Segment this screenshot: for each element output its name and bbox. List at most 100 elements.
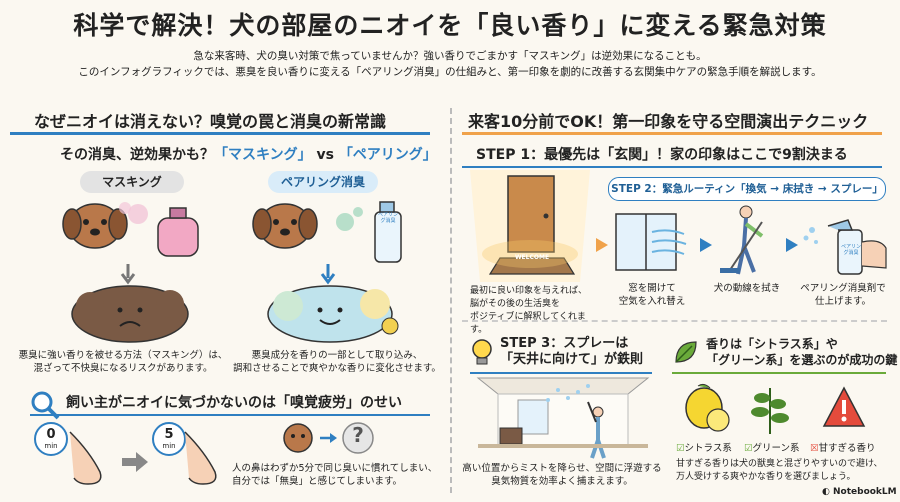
- dog-face-icon: [62, 203, 128, 249]
- step2-item-3-line-1: ペアリング消臭剤で: [800, 283, 886, 294]
- pairing-illustration: [252, 201, 402, 343]
- right-mid-divider: [462, 320, 887, 322]
- scent-desc-1: 甘すぎる香りは犬の獣臭と混ざりやすいので避け、: [676, 459, 883, 469]
- pairing-desc: 悪臭成分を香りの一部として取り込み、 調和させることで爽やかな香りに変化させます…: [232, 349, 442, 375]
- down-arrow-icon: [120, 264, 136, 285]
- step3-desc: 高い位置からミストを降らせ、空間に浮遊する 臭気物質を効率よく捕まえます。: [462, 462, 662, 488]
- step1-desc: 最初に良い印象を与えれば、 脳がその後の生活臭を ポジティブに解釈してくれます。: [470, 285, 600, 337]
- dog-question-icon: [283, 422, 374, 454]
- lightbulb-icon: [472, 339, 492, 365]
- check-icon: ☑: [676, 443, 685, 454]
- fatigue-desc: 人の鼻はわずか5分で同じ臭いに慣れてしまい、 自分では「無臭」と感じてしまいます…: [232, 462, 442, 488]
- masking-desc-2: 混ざって不快臭になるリスクがあります。: [33, 363, 213, 374]
- compare-subtitle-pairing: 「ペアリング」: [338, 147, 437, 163]
- fatigue-rule: [30, 414, 430, 416]
- herb-icon: [751, 388, 789, 434]
- down-arrow-icon: [320, 264, 336, 285]
- compare-subtitle-vs: vs: [316, 147, 334, 163]
- bad-smell-cloud-icon: [71, 285, 189, 343]
- fresh-scent-cloud-icon: [267, 285, 399, 343]
- compare-subtitle-pre: その消臭、逆効果かも？: [60, 147, 214, 163]
- intro-line-1: 急な来客時、犬の臭い対策で焦っていませんか？強い香りでごまかす「マスキング」は逆…: [193, 50, 707, 62]
- masking-label: マスキング: [80, 171, 184, 193]
- step1-desc-1: 最初に良い印象を与えれば、: [470, 286, 588, 296]
- intro-line-2: このインフォグラフィックでは、悪臭を良い香りに変える「ペアリング消臭」の仕組みと…: [78, 66, 822, 78]
- magnifier-icon: [31, 391, 60, 420]
- step2-title: STEP 2：緊急ルーティン「換気 → 床拭き → スプレー」: [611, 183, 883, 195]
- scent-option-sweet: ☒甘すぎる香り: [810, 440, 876, 454]
- step3-title-1: STEP 3：スプレーは: [500, 336, 629, 351]
- masking-desc-1: 悪臭に強い香りを被せる方法（マスキング）は、: [18, 350, 228, 361]
- step2-item-3-line-2: 仕上げます。: [814, 296, 872, 307]
- compare-subtitle-masking: 「マスキング」: [214, 147, 312, 163]
- step3-title-2: 「天井に向けて」が鉄則: [500, 352, 644, 367]
- scent-desc-2: 万人受けする爽やかな香りを選びましょう。: [676, 472, 856, 482]
- entrance-door-illustration: [470, 170, 590, 282]
- center-divider: [450, 108, 452, 493]
- step-arrow-icon: [786, 238, 798, 252]
- page-title: 科学で解決！犬の部屋のニオイを「良い香り」に変える緊急対策: [73, 11, 827, 40]
- warning-icon: [822, 386, 866, 427]
- timer-5-icon: 5 min: [152, 422, 186, 456]
- step3-desc-2: 臭気物質を効率よく捕まえます。: [491, 476, 633, 487]
- nose-icon: [69, 431, 102, 485]
- timer-5-value: 5: [164, 427, 174, 442]
- step-arrow-icon: [700, 238, 712, 252]
- brand-text: NotebookLM: [833, 487, 897, 497]
- step2-badge: STEP 2：緊急ルーティン「換気 → 床拭き → スプレー」: [608, 177, 886, 201]
- pairing-desc-2: 調和させることで爽やかな香りに変化させます。: [233, 363, 441, 374]
- timer-0-value: 0: [46, 427, 56, 442]
- scent-desc: 甘すぎる香りは犬の獣臭と混ざりやすいので避け、 万人受けする爽やかな香りを選びま…: [676, 458, 890, 484]
- scent-title: 香りは「シトラス系」や 「グリーン系」を選ぶのが成功の鍵: [706, 336, 897, 368]
- pairing-label: ペアリング消臭: [268, 171, 378, 193]
- scent-rule: [672, 372, 886, 374]
- pairing-bottle-label: ペアリング消臭: [377, 212, 398, 224]
- step3-desc-1: 高い位置からミストを降らせ、空間に浮遊する: [462, 463, 662, 474]
- question-mark: ?: [352, 423, 364, 447]
- timer-0-icon: 0 min: [34, 422, 68, 456]
- fatigue-title: 飼い主がニオイに気づかないのは「嗅覚疲労」のせい: [66, 395, 402, 411]
- masking-desc: 悪臭に強い香りを被せる方法（マスキング）は、 混ざって不快臭になるリスクがありま…: [18, 349, 228, 375]
- left-section-title: なぜニオイは消えない？嗅覚の罠と消臭の新常識: [34, 112, 387, 131]
- step1-desc-2: 脳がその後の生活臭を: [470, 299, 561, 309]
- scent-option-green: ☑グリーン系: [744, 440, 800, 454]
- step2-item-1-line-2: 空気を入れ替え: [618, 296, 686, 307]
- nose-icon: [184, 431, 217, 485]
- spray-hand-icon: [803, 219, 887, 275]
- perfume-bottle-icon: [119, 202, 199, 257]
- scent-title-1: 香りは「シトラス系」や: [706, 337, 838, 351]
- right-title-rule: [462, 132, 882, 135]
- leaf-icon: [675, 341, 697, 363]
- compare-subtitle: その消臭、逆効果かも？「マスキング」 vs 「ペアリング」: [60, 144, 437, 164]
- scent-option-sweet-label: 甘すぎる香り: [818, 443, 876, 454]
- step2-item-2: 犬の動線を拭き: [700, 282, 794, 295]
- timer-5-unit: min: [162, 442, 176, 450]
- window-icon: [615, 213, 687, 271]
- timer-0-unit: min: [44, 442, 58, 450]
- step1-title: STEP 1：最優先は「玄関」！家の印象はここで9割決まる: [476, 147, 848, 163]
- dog-face-icon: [252, 203, 318, 249]
- ceiling-spray-illustration: [476, 377, 650, 459]
- step-arrow-icon: [596, 238, 608, 252]
- pairing-desc-1: 悪臭成分を香りの一部として取り込み、: [251, 350, 423, 361]
- spray-bottle-icon: [336, 201, 402, 263]
- step2-bottle-label: ペアリング消臭: [840, 244, 861, 256]
- brand-label: ◐ NotebookLM: [822, 487, 897, 497]
- right-section-title: 来客10分前でOK！第一印象を守る空間演出テクニック: [468, 112, 869, 131]
- step2-item-1-line-1: 窓を開けて: [628, 283, 676, 294]
- step2-item-3: ペアリング消臭剤で 仕上げます。: [790, 282, 896, 308]
- masking-illustration: [62, 202, 199, 343]
- cross-icon: ☒: [810, 443, 819, 454]
- lemon-icon: [685, 383, 730, 432]
- scent-option-citrus-label: シトラス系: [684, 443, 732, 454]
- mopping-person-icon: [720, 205, 764, 275]
- step1-desc-3: ポジティブに解釈してくれます。: [470, 312, 586, 335]
- fatigue-desc-2: 自分では「無臭」と感じてしまいます。: [232, 476, 403, 487]
- check-icon: ☑: [744, 443, 753, 454]
- left-title-rule: [10, 132, 430, 135]
- fatigue-desc-1: 人の鼻はわずか5分で同じ臭いに慣れてしまい、: [232, 463, 438, 474]
- scent-option-citrus: ☑シトラス系: [676, 440, 732, 454]
- step1-rule: [462, 166, 882, 168]
- step3-title: STEP 3：スプレーは 「天井に向けて」が鉄則: [500, 336, 643, 368]
- step2-item-2-line-1: 犬の動線を拭き: [713, 283, 781, 294]
